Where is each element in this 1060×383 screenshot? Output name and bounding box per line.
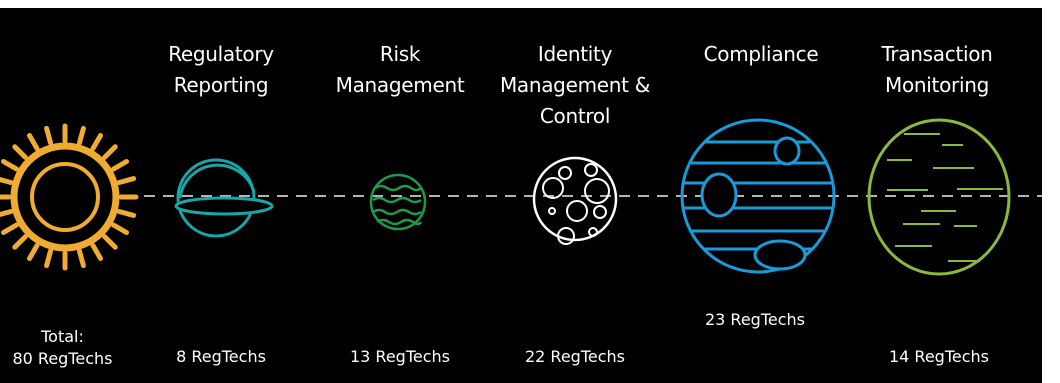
sun-ray: [116, 209, 137, 218]
sun-ray: [1, 159, 19, 172]
category-title-transaction-monitoring: Transaction Monitoring: [881, 42, 993, 97]
sun-ray: [0, 209, 14, 218]
sun-ray: [102, 234, 118, 250]
cratered-moon-icon: [532, 156, 618, 245]
sun-ray: [111, 222, 129, 235]
wavy-planet-icon: [369, 173, 427, 231]
category-count-identity-management: 22 RegTechs: [524, 347, 625, 366]
total-label: Total: 80 RegTechs: [12, 327, 113, 368]
category-title-identity-management: Identity Management & Control: [499, 42, 651, 128]
sun-ray: [102, 144, 118, 160]
sun-ray: [12, 234, 28, 250]
sun-ray: [116, 176, 137, 185]
sun-icon: [0, 123, 139, 271]
category-title-risk-management: Risk Management: [335, 42, 465, 97]
banded-planet-icon: [680, 118, 836, 274]
sun-ray: [12, 144, 28, 160]
diagram-graphics: [0, 118, 1042, 276]
category-title-compliance: Compliance: [703, 42, 819, 66]
category-count-transaction-monitoring: 14 RegTechs: [888, 347, 989, 366]
sun-ray: [90, 133, 103, 151]
sun-ray: [77, 125, 86, 146]
sun-ray: [111, 159, 129, 172]
category-count-regulatory-reporting: 8 RegTechs: [176, 347, 266, 366]
sun-ray: [90, 243, 103, 261]
sun-ray: [27, 133, 40, 151]
category-count-compliance: 23 RegTechs: [704, 310, 805, 329]
sun-ray: [77, 248, 86, 269]
sun-ray: [1, 222, 19, 235]
sun-ray: [44, 248, 53, 269]
category-count-risk-management: 13 RegTechs: [349, 347, 450, 366]
dashed-planet-icon: [867, 118, 1011, 276]
category-title-regulatory-reporting: Regulatory Reporting: [168, 42, 274, 97]
sun-ray: [0, 176, 14, 185]
sun-ray: [27, 243, 40, 261]
ringed-planet-icon: [174, 158, 274, 238]
sun-ray: [44, 125, 53, 146]
regtech-solar-system-diagram: Regulatory Reporting Risk Management Ide…: [0, 8, 1042, 383]
